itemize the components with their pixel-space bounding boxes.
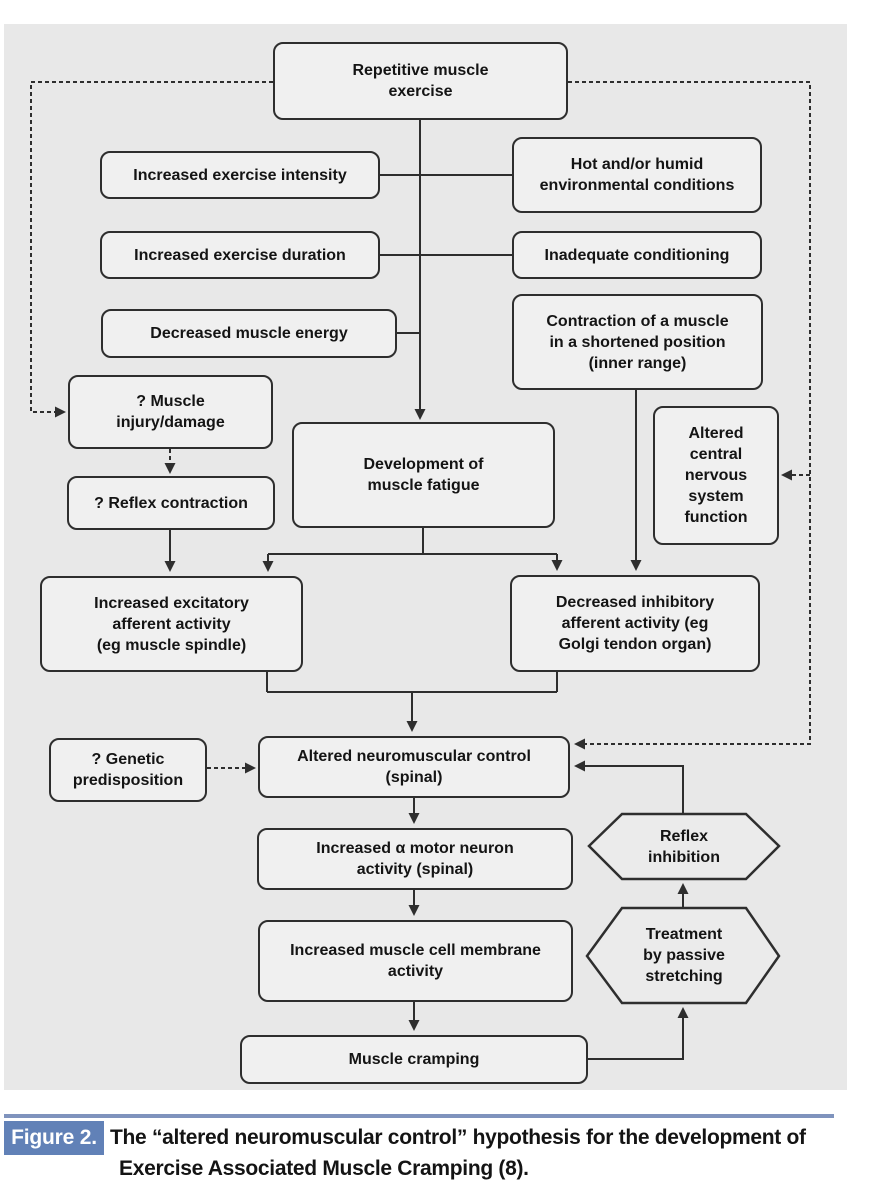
node-repetitive-muscle-exercise: Repetitive muscle exercise — [273, 42, 568, 120]
node-inadequate-conditioning: Inadequate conditioning — [512, 231, 762, 279]
node-increased-excitatory-afferent-activity: Increased excitatory afferent activity (… — [40, 576, 303, 672]
node-genetic-predisposition: ? Genetic predisposition — [49, 738, 207, 802]
caption-rule — [4, 1114, 834, 1118]
node-increased-exercise-intensity: Increased exercise intensity — [100, 151, 380, 199]
node-reflex-contraction: ? Reflex contraction — [67, 476, 275, 530]
node-altered-neuromuscular-control: Altered neuromuscular control (spinal) — [258, 736, 570, 798]
figure-caption-line2: Exercise Associated Muscle Cramping (8). — [119, 1157, 529, 1180]
node-muscle-injury-damage: ? Muscle injury/damage — [68, 375, 273, 449]
node-reflex-inhibition: Reflex inhibition — [648, 827, 720, 866]
figure-caption-line1: The “altered neuromuscular control” hypo… — [110, 1126, 806, 1149]
node-decreased-inhibitory-afferent-activity: Decreased inhibitory afferent activity (… — [510, 575, 760, 672]
figure-label-badge: Figure 2. — [4, 1121, 104, 1155]
node-treatment-by-passive-stretching: Treatment by passive stretching — [643, 926, 725, 985]
node-contraction-of-a-muscle: Contraction of a muscle in a shortened p… — [512, 294, 763, 390]
node-increased-muscle-cell-membrane-activity: Increased muscle cell membrane activity — [258, 920, 573, 1002]
node-hot-humid-environmental-conditions: Hot and/or humid environmental condition… — [512, 137, 762, 213]
node-decreased-muscle-energy: Decreased muscle energy — [101, 309, 397, 358]
figure-caption: The “altered neuromuscular control” hypo… — [110, 1122, 850, 1184]
node-increased-alpha-motor-neuron-activity: Increased α motor neuron activity (spina… — [257, 828, 573, 890]
node-increased-exercise-duration: Increased exercise duration — [100, 231, 380, 279]
node-development-of-muscle-fatigue: Development of muscle fatigue — [292, 422, 555, 528]
node-muscle-cramping: Muscle cramping — [240, 1035, 588, 1084]
node-altered-central-nervous-system-function: Altered central nervous system function — [653, 406, 779, 545]
